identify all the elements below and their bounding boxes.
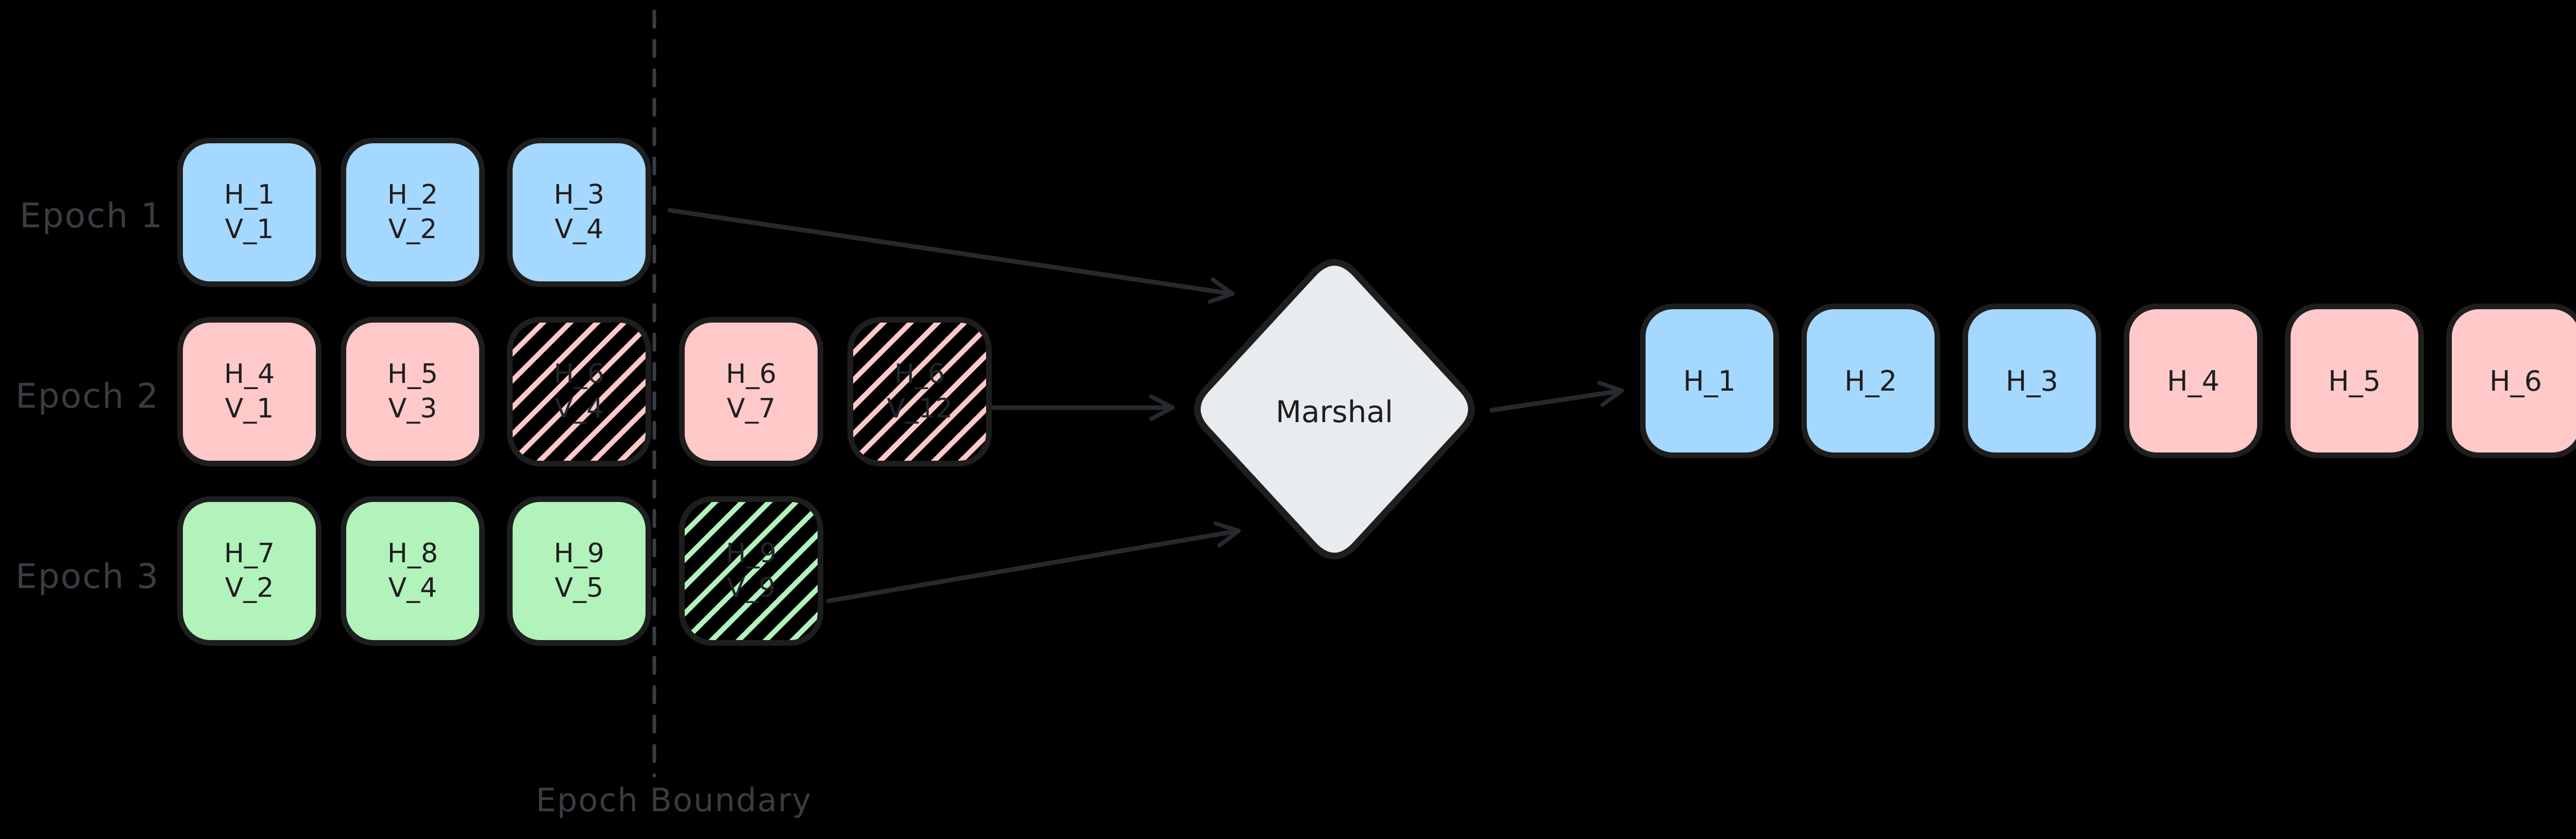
box-line-h: H_1	[224, 179, 275, 211]
box-label: H_2	[1844, 364, 1897, 397]
box-line-h: H_7	[224, 538, 275, 569]
epoch2-box-h6-v7: H_6 V_7	[679, 317, 823, 466]
box-line-h: H_3	[553, 179, 605, 211]
epoch3-box-h7-v2: H_7 V_2	[177, 496, 321, 646]
box-line-v: V_12	[887, 393, 953, 424]
box-line-h: H_9	[553, 538, 605, 569]
epoch2-box-h6-v12-hatched: H_6 V_12	[848, 317, 992, 466]
epoch1-box-h3-v4: H_3 V_4	[507, 138, 651, 287]
box-line-v: V_4	[388, 573, 437, 603]
arrow-epoch3-to-marshal	[826, 521, 1241, 603]
box-line-v: V_9	[726, 573, 776, 603]
output-box-h4: H_4	[2124, 304, 2263, 458]
marshal-diamond	[1194, 259, 1475, 560]
box-label: H_6	[2489, 364, 2542, 397]
box-line-v: V_1	[225, 214, 274, 245]
box-line-v: V_1	[225, 393, 274, 424]
box-line-h: H_9	[725, 538, 777, 569]
box-label: H_3	[2006, 364, 2058, 397]
epoch-3-label: Epoch 3	[15, 557, 160, 596]
output-box-h6: H_6	[2446, 304, 2576, 458]
box-label: H_1	[1683, 364, 1736, 397]
output-box-h2: H_2	[1801, 304, 1940, 458]
box-line-v: V_2	[388, 214, 437, 245]
box-line-h: H_8	[387, 538, 438, 569]
epoch-boundary-label: Epoch Boundary	[536, 781, 812, 819]
box-label: H_4	[2167, 364, 2219, 397]
epoch1-box-h1-v1: H_1 V_1	[177, 138, 321, 287]
epoch-2-label: Epoch 2	[15, 376, 160, 416]
marshal-label: Marshal	[1275, 394, 1394, 429]
box-line-v: V_7	[726, 393, 776, 424]
arrow-epoch1-to-marshal	[667, 208, 1235, 304]
epoch1-box-h2-v2: H_2 V_2	[341, 138, 485, 287]
epoch3-box-h9-v5: H_9 V_5	[507, 496, 651, 646]
epoch2-box-h5-v3: H_5 V_3	[341, 317, 485, 466]
box-line-h: H_5	[387, 359, 438, 390]
box-line-h: H_6	[725, 359, 777, 390]
box-line-h: H_6	[553, 359, 605, 390]
box-label: H_5	[2328, 364, 2381, 397]
epoch2-box-h6-v4-hatched: H_6 V_4	[507, 317, 651, 466]
output-box-h1: H_1	[1640, 304, 1779, 458]
arrow-marshal-to-output	[1489, 380, 1624, 413]
box-line-v: V_5	[554, 573, 604, 603]
box-line-h: H_6	[894, 359, 945, 390]
box-line-h: H_2	[387, 179, 438, 211]
box-line-v: V_4	[554, 393, 604, 424]
epoch2-box-h4-v1: H_4 V_1	[177, 317, 321, 466]
box-line-v: V_3	[388, 393, 437, 424]
box-line-v: V_2	[225, 573, 274, 603]
output-box-h5: H_5	[2285, 304, 2424, 458]
box-line-h: H_4	[224, 359, 275, 390]
box-line-v: V_4	[554, 214, 604, 245]
epoch3-box-h9-v9-hatched: H_9 V_9	[679, 496, 823, 646]
epoch3-box-h8-v4: H_8 V_4	[341, 496, 485, 646]
output-box-h3: H_3	[1962, 304, 2102, 458]
epoch-1-label: Epoch 1	[20, 196, 164, 236]
